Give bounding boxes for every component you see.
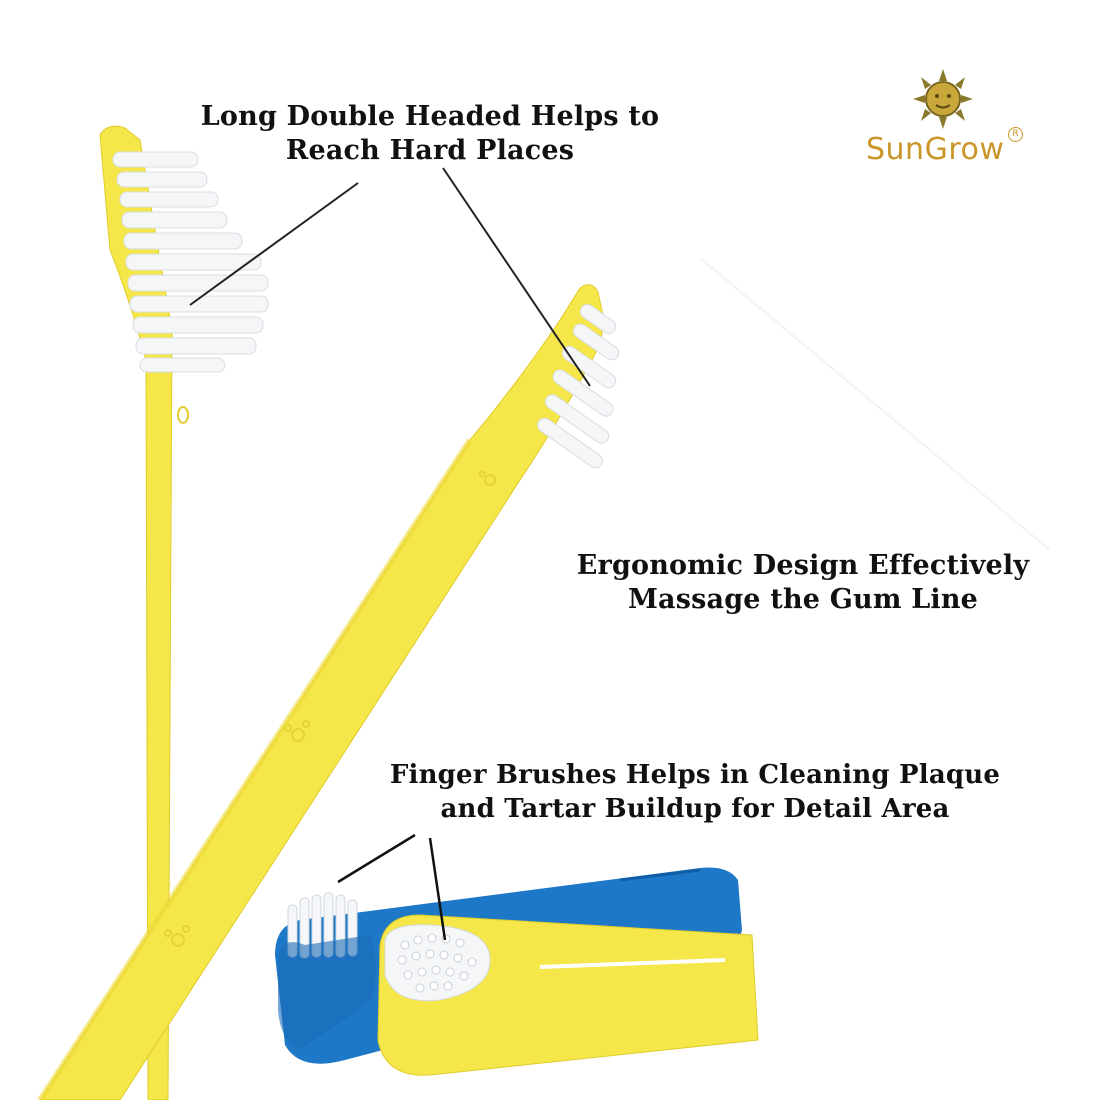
caption-line: Long Double Headed Helps to	[200, 101, 660, 132]
caption-double-headed: Long Double Headed Helps to Reach Hard P…	[180, 100, 680, 168]
brand-name: SunGrow	[866, 132, 1005, 167]
caption-line: Reach Hard Places	[285, 135, 575, 166]
paw-print-icon	[164, 470, 496, 947]
caption-finger-brushes: Finger Brushes Helps in Cleaning Plaque …	[370, 758, 1020, 826]
brand-logo: SunGrow R	[858, 69, 1048, 185]
caption-line: Ergonomic Design Effectively	[576, 550, 1030, 581]
finger-brush-yellow-icon	[377, 914, 759, 1076]
caption-line: and Tartar Buildup for Detail Area	[440, 794, 950, 824]
caption-line: Finger Brushes Helps in Cleaning Plaque	[389, 760, 1001, 790]
registered-mark: R	[1008, 127, 1023, 142]
caption-line: Massage the Gum Line	[627, 584, 979, 615]
sun-face-icon	[913, 69, 973, 129]
long-toothbrush-1-icon	[99, 125, 269, 1101]
long-toothbrush-2-icon	[37, 284, 620, 1102]
caption-ergonomic: Ergonomic Design Effectively Massage the…	[553, 549, 1053, 617]
